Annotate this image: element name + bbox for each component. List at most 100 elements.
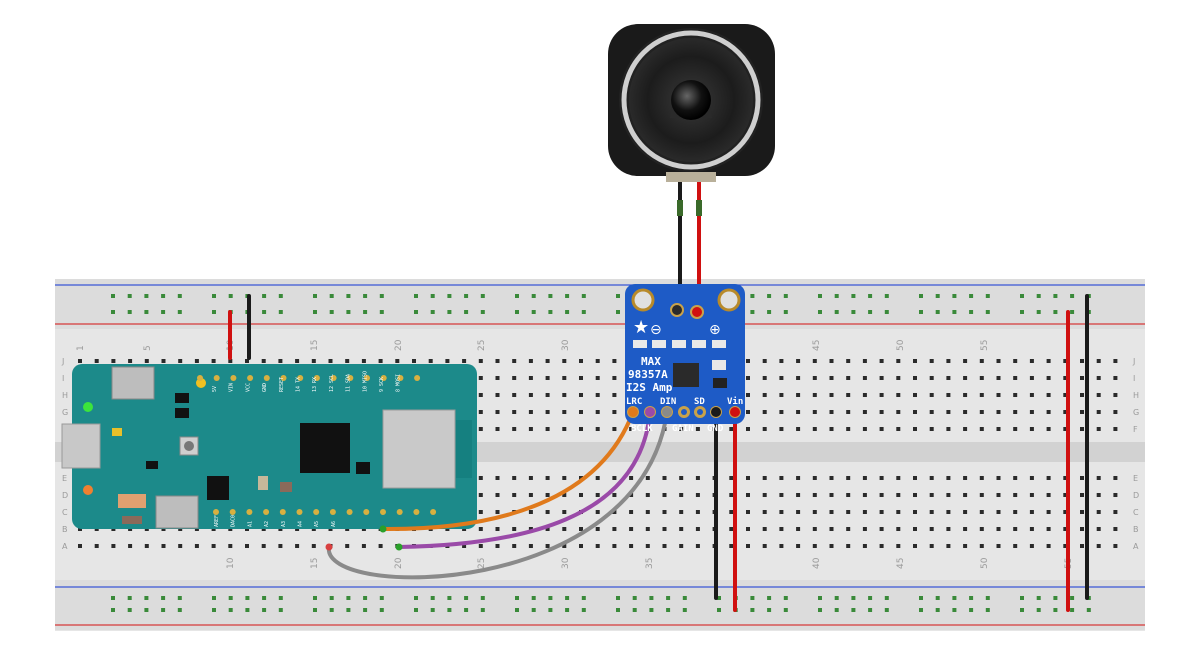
breadboard-hole: [929, 510, 934, 514]
breadboard-hole: [495, 493, 500, 497]
breadboard-hole: [1063, 376, 1068, 380]
amp-title-line1: MAX: [641, 355, 661, 368]
breadboard-hole: [1046, 476, 1051, 480]
amp-header-pin-hole: [697, 409, 703, 415]
breadboard-hole: [545, 510, 550, 514]
rail-hole: [985, 310, 990, 314]
breadboard-hole: [579, 427, 583, 431]
breadboard-hole: [762, 427, 767, 431]
breadboard-hole: [679, 510, 684, 514]
rail-hole: [565, 294, 570, 298]
breadboard-hole: [1029, 410, 1034, 414]
rail-hole: [262, 294, 267, 298]
breadboard-hole: [512, 476, 517, 480]
breadboard-hole: [829, 493, 834, 497]
breadboard-hole: [862, 476, 867, 480]
breadboard-hole: [762, 410, 767, 414]
arduino-bottom-pin-label: A1: [247, 521, 253, 527]
breadboard-hole: [929, 476, 934, 480]
arduino-top-pin: [297, 375, 304, 381]
breadboard-hole: [161, 544, 166, 548]
breadboard-hole: [796, 393, 801, 397]
rail-hole: [447, 596, 452, 600]
bottom-power-rail: [55, 580, 1145, 630]
breadboard-hole: [829, 359, 834, 363]
rail-hole: [480, 294, 485, 298]
arduino-top-pin-label: GND: [262, 383, 268, 392]
breadboard-hole: [746, 393, 750, 397]
column-number-top: 15: [310, 340, 320, 351]
rail-hole: [262, 608, 267, 612]
breadboard-hole: [1063, 427, 1068, 431]
rail-hole: [515, 608, 519, 612]
arduino-top-pin: [263, 375, 270, 381]
breadboard-hole: [946, 476, 951, 480]
breadboard-hole: [796, 493, 801, 497]
rail-hole: [952, 294, 957, 298]
rail-hole: [935, 608, 940, 612]
breadboard-hole: [796, 476, 801, 480]
rail-hole: [531, 310, 536, 314]
rail-hole: [1053, 294, 1058, 298]
breadboard-hole: [896, 544, 901, 548]
breadboard-hole: [1113, 359, 1118, 363]
breadboard-hole: [562, 476, 567, 480]
speaker-terminal-plus: [690, 305, 704, 319]
arduino-top-pin-label: 12 SCL: [329, 374, 335, 392]
rail-hole: [464, 596, 469, 600]
breadboard-hole: [679, 427, 684, 431]
breadboard-hole: [579, 544, 583, 548]
breadboard-hole: [478, 527, 483, 531]
rail-hole: [919, 294, 923, 298]
breadboard-hole: [478, 410, 483, 414]
breadboard-hole: [812, 376, 817, 380]
breadboard-hole: [779, 510, 784, 514]
breadboard-hole: [78, 359, 82, 363]
breadboard-hole: [879, 376, 884, 380]
breadboard-hole: [1080, 359, 1084, 363]
breadboard-hole: [495, 393, 500, 397]
breadboard-hole: [528, 410, 533, 414]
rail-hole: [952, 608, 957, 612]
rail-hole: [430, 310, 435, 314]
breadboard-hole: [612, 493, 617, 497]
breadboard-hole: [629, 527, 634, 531]
breadboard-hole: [662, 527, 667, 531]
arduino-top-pin-label: 8 MOSI: [396, 374, 402, 392]
row-label-right: A: [1133, 542, 1139, 551]
breadboard-hole: [679, 476, 684, 480]
breadboard-hole: [328, 359, 333, 363]
breadboard-hole: [478, 510, 483, 514]
breadboard-hole: [1113, 427, 1118, 431]
breadboard-hole: [862, 493, 867, 497]
breadboard-hole: [1063, 510, 1068, 514]
breadboard-hole: [495, 510, 500, 514]
breadboard-hole: [1113, 544, 1118, 548]
row-label-right: B: [1133, 525, 1139, 534]
breadboard-hole: [729, 493, 734, 497]
breadboard-hole: [1080, 527, 1084, 531]
breadboard-hole: [462, 544, 467, 548]
breadboard-hole: [1013, 476, 1018, 480]
rail-hole: [682, 596, 687, 600]
breadboard-hole: [929, 376, 934, 380]
rail-hole: [531, 294, 536, 298]
rail-hole: [969, 294, 974, 298]
wire-gray-din: [326, 410, 669, 580]
row-label-right: C: [1133, 508, 1139, 517]
capacitor-2: [280, 482, 292, 492]
rail-hole: [952, 596, 957, 600]
mount-hole-right: [717, 288, 741, 312]
breadboard-hole: [762, 544, 767, 548]
breadboard-hole: [896, 393, 901, 397]
breadboard-hole: [478, 359, 483, 363]
rail-hole: [245, 608, 250, 612]
rail-hole: [212, 310, 216, 314]
breadboard-hole: [779, 393, 784, 397]
rail-hole: [430, 596, 435, 600]
breadboard-hole: [879, 544, 884, 548]
wire-end-green-dot-1: [379, 525, 387, 533]
amp-header-pin-hole: [681, 409, 687, 415]
breadboard-hole: [528, 476, 533, 480]
